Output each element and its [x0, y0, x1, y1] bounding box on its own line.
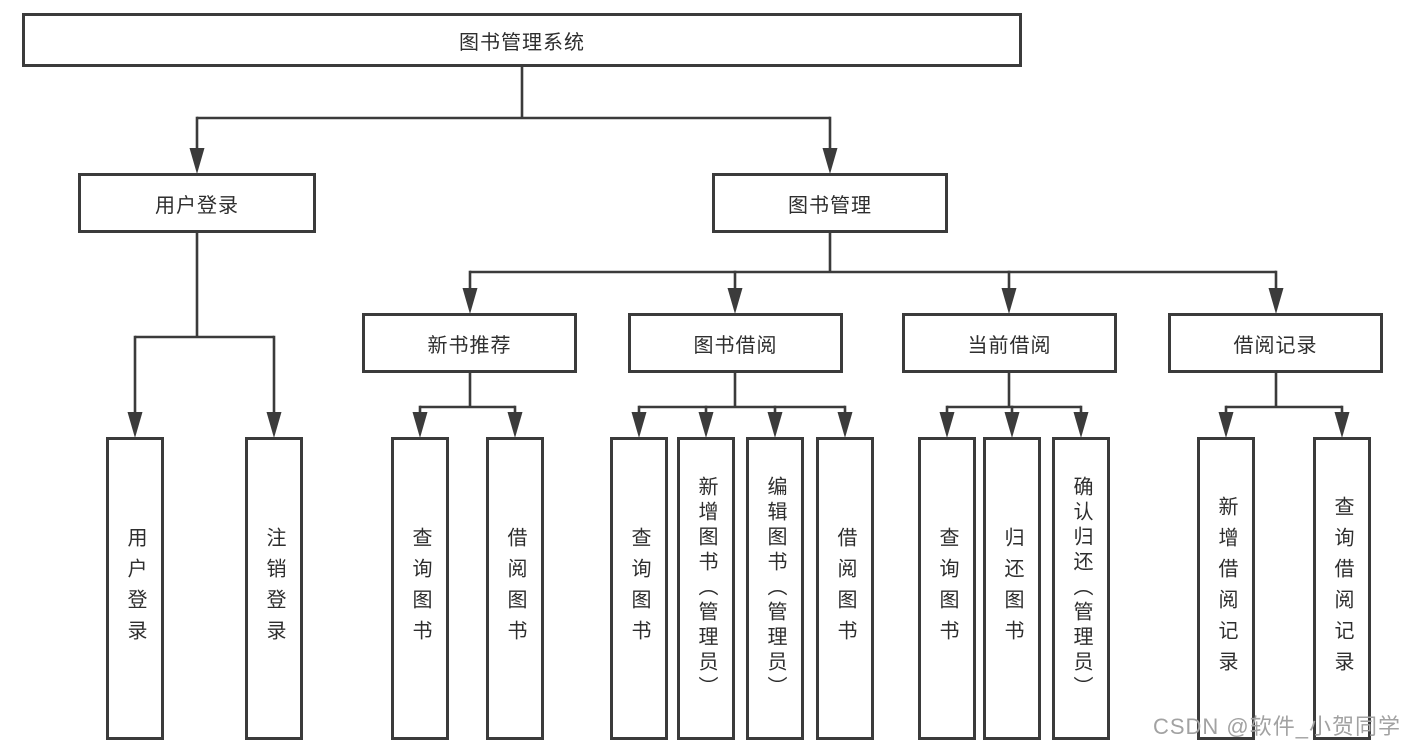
leaf-record-add-record-label: 新增借阅记录 [1215, 495, 1237, 682]
node-root-label: 图书管理系统 [459, 31, 585, 54]
leaf-current-return-book: 归还图书 [983, 437, 1041, 740]
leaf-borrow-query-book-label: 查询图书 [628, 526, 650, 651]
leaf-borrow-borrow-book: 借阅图书 [816, 437, 874, 740]
node-new-book-recommend-label: 新书推荐 [427, 334, 512, 357]
leaf-record-query-record: 查询借阅记录 [1313, 437, 1371, 740]
node-borrow-record: 借阅记录 [1168, 313, 1383, 373]
leaf-borrow-borrow-book-label: 借阅图书 [834, 526, 856, 651]
leaf-borrow-add-book-admin: 新增图书（管理员） [677, 437, 735, 740]
node-book-management: 图书管理 [712, 173, 948, 233]
node-user-login: 用户登录 [78, 173, 316, 233]
leaf-current-return-book-label: 归还图书 [1001, 526, 1023, 651]
leaf-borrow-query-book: 查询图书 [610, 437, 668, 740]
node-root: 图书管理系统 [22, 13, 1022, 67]
leaf-record-query-record-label: 查询借阅记录 [1331, 495, 1353, 682]
leaf-rec-query-book: 查询图书 [391, 437, 449, 740]
leaf-rec-borrow-book-label: 借阅图书 [504, 526, 526, 651]
node-new-book-recommend: 新书推荐 [362, 313, 577, 373]
leaf-user-login: 用户登录 [106, 437, 164, 740]
leaf-record-add-record: 新增借阅记录 [1197, 437, 1255, 740]
leaf-logout: 注销登录 [245, 437, 303, 740]
node-book-borrow-label: 图书借阅 [693, 334, 778, 357]
node-book-management-label: 图书管理 [788, 194, 872, 217]
leaf-rec-borrow-book: 借阅图书 [486, 437, 544, 740]
leaf-user-login-label: 用户登录 [124, 526, 146, 651]
leaf-borrow-edit-book-admin-label: 编辑图书（管理员） [764, 476, 786, 701]
leaf-current-confirm-return-admin: 确认归还（管理员） [1052, 437, 1110, 740]
leaf-logout-label: 注销登录 [263, 526, 285, 651]
leaf-rec-query-book-label: 查询图书 [409, 526, 431, 651]
leaf-current-query-book: 查询图书 [918, 437, 976, 740]
leaf-current-confirm-return-admin-label: 确认归还（管理员） [1070, 476, 1092, 701]
node-user-login-label: 用户登录 [155, 194, 239, 217]
leaf-borrow-edit-book-admin: 编辑图书（管理员） [746, 437, 804, 740]
node-current-borrow: 当前借阅 [902, 313, 1117, 373]
node-borrow-record-label: 借阅记录 [1233, 334, 1318, 357]
leaf-current-query-book-label: 查询图书 [936, 526, 958, 651]
leaf-borrow-add-book-admin-label: 新增图书（管理员） [695, 476, 717, 701]
node-book-borrow: 图书借阅 [628, 313, 843, 373]
csdn-watermark: CSDN @软件_小贺同学 [1152, 714, 1401, 739]
node-current-borrow-label: 当前借阅 [967, 334, 1052, 357]
